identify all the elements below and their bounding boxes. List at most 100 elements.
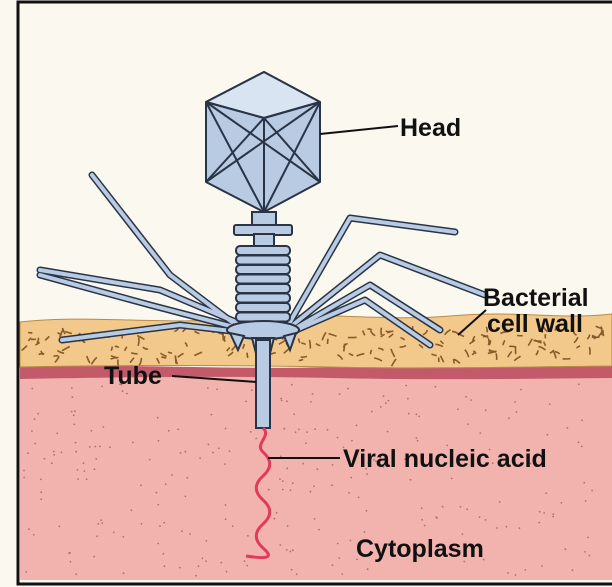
cell-wall-fleck [603,330,604,336]
cytoplasm-dot [202,557,204,559]
cytoplasm-dot [519,527,521,529]
cytoplasm-dot [25,571,27,573]
cytoplasm-dot [356,425,358,427]
cytoplasm-dot [435,516,437,518]
cytoplasm-dot [332,464,334,466]
cytoplasm-dot [44,458,46,460]
cytoplasm-dot [31,430,33,432]
sheath-ring [236,284,290,293]
cytoplasm-dot [141,523,143,525]
cytoplasm-dot [312,393,314,395]
cytoplasm-dot [314,518,316,520]
cytoplasm-dot [465,396,467,398]
sheath-ring [236,275,290,284]
cytoplasm-dot [295,431,297,433]
cytoplasm-dot [347,388,349,390]
cytoplasm-dot [578,441,580,443]
cytoplasm-dot [552,516,554,518]
cytoplasm-dot [282,489,284,491]
cytoplasm-dot [195,575,197,577]
cytoplasm-dot [71,387,73,389]
cytoplasm-dot [549,403,551,405]
cytoplasm-dot [587,537,589,539]
sheath-ring [236,256,290,265]
phage-tube [256,340,270,428]
cytoplasm-dot [250,431,252,433]
cytoplasm-dot [338,557,340,559]
cytoplasm-dot [388,400,390,402]
cytoplasm-dot [460,506,462,508]
cytoplasm-dot [211,414,213,416]
cytoplasm-dot [567,427,569,429]
cytoplasm-dot [56,432,58,434]
cytoplasm-dot [132,442,134,444]
cytoplasm-dot [274,518,276,520]
cytoplasm-dot [366,473,368,475]
cytoplasm-dot [103,426,105,428]
cytoplasm-dot [123,572,125,574]
cytoplasm-dot [496,527,498,529]
cytoplasm-dot [91,430,93,432]
cytoplasm-dot [387,431,389,433]
cytoplasm-dot [538,522,540,524]
cytoplasm-dot [351,440,353,442]
cell-wall-fleck [344,344,345,352]
cytoplasm-dot [159,525,161,527]
cytoplasm-dot [371,411,373,413]
cytoplasm-dot [470,399,472,401]
cytoplasm-dot [543,512,545,514]
cytoplasm-dot [113,532,115,534]
cytoplasm-dot [418,416,420,418]
cytoplasm-dot [77,478,79,480]
cytoplasm-dot [514,401,516,403]
cell-wall-fleck [488,338,489,345]
cytoplasm-dot [207,387,209,389]
cytoplasm-dot [383,395,385,397]
cytoplasm-dot [366,510,368,512]
cytoplasm-dot [337,437,339,439]
cytoplasm-dot [75,451,77,453]
cytoplasm-dot [40,491,42,493]
cytoplasm-dot [302,463,304,465]
cytoplasm-dot [314,428,316,430]
label-viral-nucleic-acid: Viral nucleic acid [343,445,547,473]
cytoplasm-dot [552,513,554,515]
cytoplasm-dot [358,496,360,498]
cytoplasm-dot [86,478,88,480]
cytoplasm-dot [578,384,580,386]
cytoplasm-dot [581,446,583,448]
cytoplasm-dot [364,531,366,533]
cytoplasm-dot [541,565,543,567]
cytoplasm-dot [405,385,407,387]
cytoplasm-dot [293,413,295,415]
cytoplasm-dot [208,444,210,446]
cytoplasm-dot [581,419,583,421]
cytoplasm-dot [68,552,70,554]
cytoplasm-dot [225,428,227,430]
cytoplasm-dot [279,544,281,546]
cytoplasm-dot [290,489,292,491]
cytoplasm-dot [417,440,419,442]
cytoplasm-dot [229,450,231,452]
cytoplasm-dot [179,567,181,569]
cell-wall-fleck [301,356,307,357]
cytoplasm-dot [318,529,320,531]
cytoplasm-dot [421,507,423,509]
cytoplasm-dot [276,512,278,514]
cytoplasm-dot [572,569,574,571]
cytoplasm-dot [268,489,270,491]
cytoplasm-dot [442,506,444,508]
cytoplasm-dot [75,442,77,444]
cytoplasm-dot [281,400,283,402]
cell-wall-fleck [138,337,139,346]
cytoplasm-dot [225,518,227,520]
cytoplasm-dot [485,519,487,521]
cytoplasm-dot [332,564,334,566]
cytoplasm-dot [485,409,487,411]
cytoplasm-dot [31,388,33,390]
cytoplasm-dot [225,504,227,506]
cytoplasm-dot [416,413,418,415]
cytoplasm-dot [244,560,246,562]
cytoplasm-dot [305,442,307,444]
cytoplasm-dot [94,468,96,470]
